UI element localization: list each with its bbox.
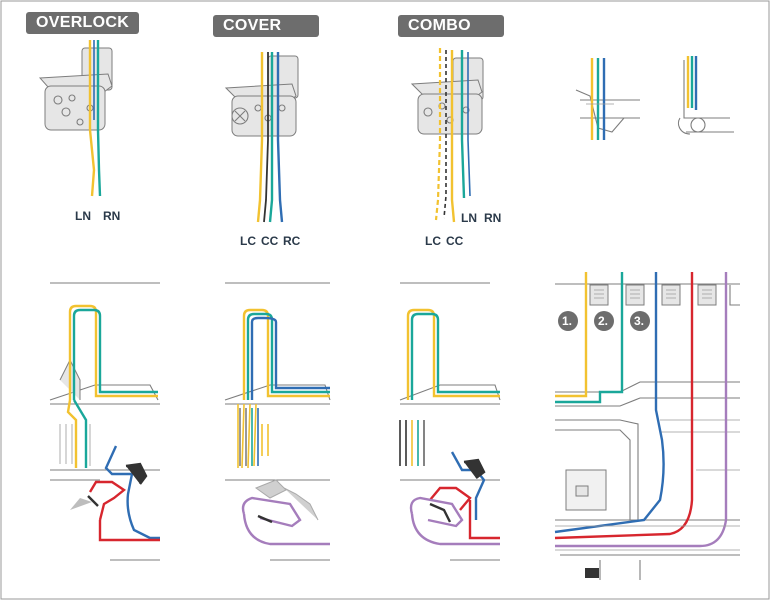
label-combo-cc: CC bbox=[446, 234, 464, 248]
cover-threading-path bbox=[224, 308, 331, 561]
combo-threading-path bbox=[399, 308, 501, 561]
mode-tag-overlock: OVERLOCK bbox=[26, 12, 140, 34]
step-1-badge: 1. bbox=[562, 314, 572, 328]
label-rn: RN bbox=[103, 209, 120, 223]
label-cc: CC bbox=[261, 234, 279, 248]
label-ln: LN bbox=[75, 209, 91, 223]
overlock-threading-path bbox=[49, 304, 160, 561]
cover-needle-unit bbox=[224, 52, 299, 223]
needle-detail-2 bbox=[677, 56, 734, 135]
label-combo-ln: LN bbox=[461, 211, 477, 225]
combo-needle-unit bbox=[410, 48, 484, 223]
label-combo-lc: LC bbox=[425, 234, 441, 248]
mode-tag-combo: COMBO bbox=[398, 15, 504, 37]
step-3-badge: 3. bbox=[634, 314, 644, 328]
label-lc: LC bbox=[240, 234, 256, 248]
overlock-needle-unit bbox=[38, 40, 113, 197]
label-combo-rn: RN bbox=[484, 211, 501, 225]
threading-order-detail bbox=[554, 272, 740, 580]
needle-detail-1 bbox=[575, 58, 640, 140]
label-rc: RC bbox=[283, 234, 301, 248]
mode-tag-cover: COVER bbox=[213, 15, 319, 37]
step-2-badge: 2. bbox=[598, 314, 608, 328]
